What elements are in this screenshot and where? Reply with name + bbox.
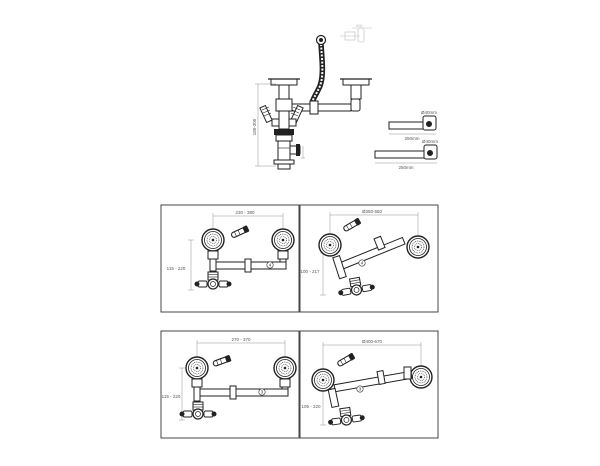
- svg-text:Ø40: Ø40: [356, 24, 363, 28]
- loose-pipe-bottom: 250mm Ø40mm: [374, 139, 438, 170]
- small-detail-sketch: Ø40: [340, 24, 372, 43]
- panel-3-dim-top: 270 - 370: [231, 337, 251, 342]
- panel-4: Ø400-670 105 - 220: [299, 330, 439, 439]
- loose-pipe-top: 250mm Ø40mm: [388, 110, 437, 141]
- overview-assembly: Ø40: [252, 24, 372, 170]
- panel-2-dim-top: Ø350-550: [362, 209, 383, 214]
- overview-height-label: 180-300: [252, 118, 257, 135]
- panel-1: 230 - 380 115 - 220: [160, 204, 300, 313]
- panel-4-dim-side: 105 - 220: [301, 404, 321, 409]
- panel-2: Ø350-550 100 - 217: [299, 204, 439, 313]
- pipe-bottom-length: 250mm: [398, 165, 413, 170]
- panel-1-dim-top: 230 - 380: [235, 210, 255, 215]
- pipe-top-length: 250mm: [404, 136, 419, 141]
- panel-1-dim-side: 115 - 220: [167, 266, 186, 271]
- pipe-top-diameter: Ø40mm: [421, 110, 437, 115]
- panel-2-dim-side: 100 - 217: [300, 269, 320, 274]
- panel-4-dim-top: Ø400-670: [362, 339, 383, 344]
- panel-3: 270 - 370 115 - 220: [160, 330, 300, 439]
- pipe-bottom-diameter: Ø40mm: [422, 139, 438, 144]
- panel-3-dim-side: 115 - 220: [162, 394, 181, 399]
